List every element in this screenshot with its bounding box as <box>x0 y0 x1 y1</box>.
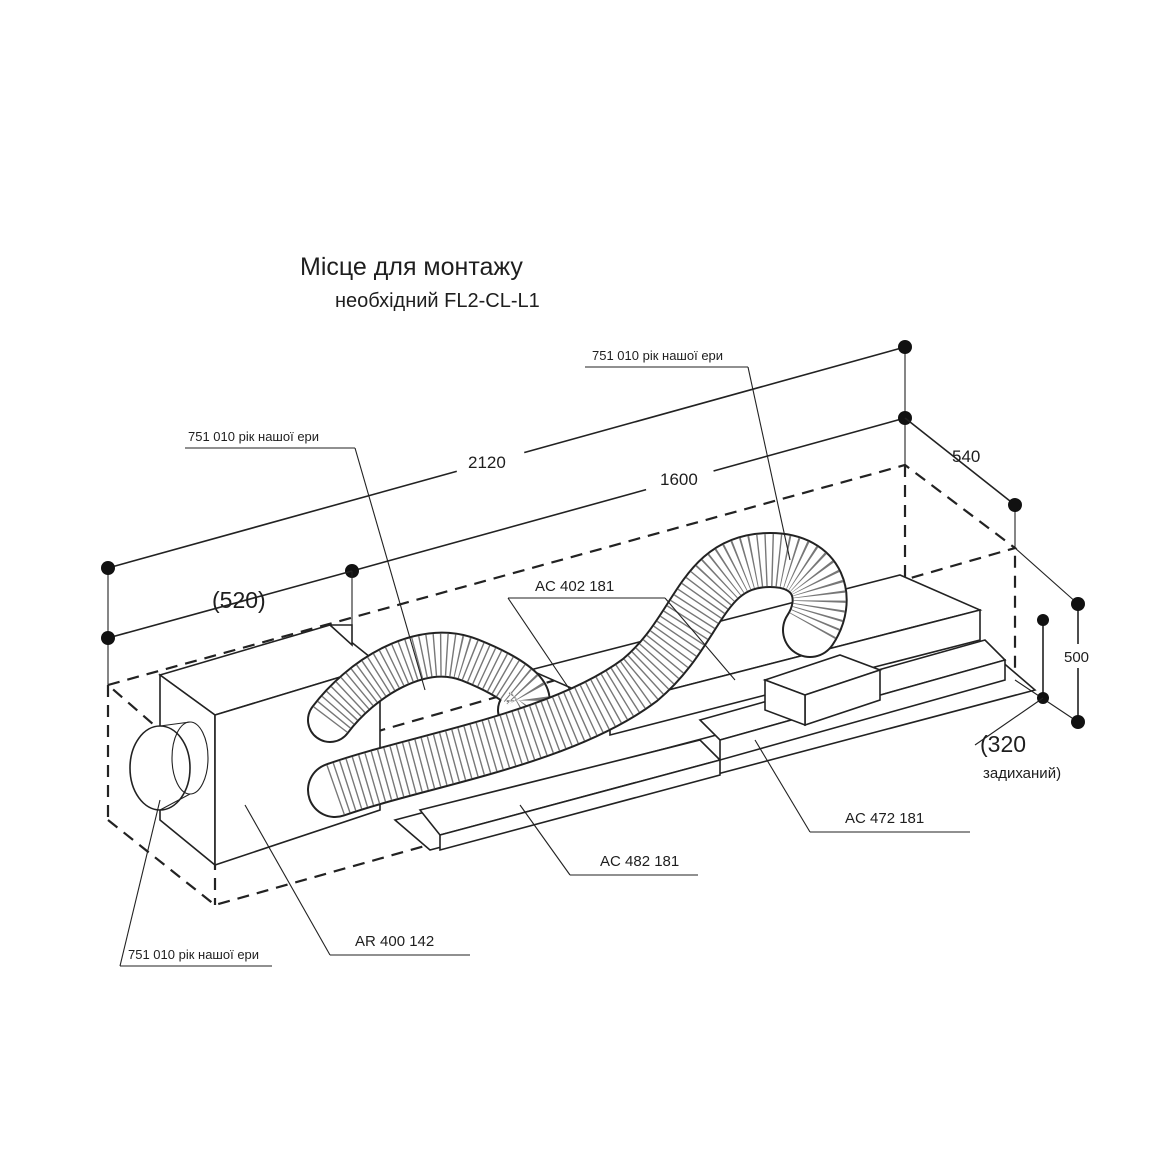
callout-ar400-label: AR 400 142 <box>355 933 434 950</box>
callout-ac482-label: AC 482 181 <box>600 853 679 870</box>
dimension-1600: 1600 <box>345 411 912 578</box>
callout-hose-top-right: 751 010 рік нашої ери <box>585 348 791 561</box>
filter-box-ac482 <box>418 739 722 852</box>
flex-hose-lower <box>307 531 848 818</box>
diagram-title: Місце для монтажу <box>300 253 523 281</box>
dim-height: 500 <box>1064 649 1089 666</box>
dim-right-section-note: задиханий) <box>983 765 1061 782</box>
flex-hose-upper <box>307 631 551 743</box>
callout-ac472: AC 472 181 <box>754 739 970 833</box>
dimension-320: (320 задиханий) <box>974 614 1061 782</box>
dim-overall-length: 2120 <box>468 453 506 472</box>
dimension-520: (520) <box>101 570 353 645</box>
small-block <box>762 654 883 727</box>
dim-right-section-value: (320 <box>980 731 1026 757</box>
dim-inner-length: 1600 <box>660 470 698 489</box>
front-duct <box>129 721 209 811</box>
callout-hose-top-left: 751 010 рік нашої ери <box>185 429 426 691</box>
dimension-540: 540 <box>904 417 1022 548</box>
dimension-2120: 2120 <box>101 340 912 685</box>
callout-ar400: AR 400 142 <box>244 804 470 956</box>
callout-hose-top-left-label: 751 010 рік нашої ери <box>188 429 319 444</box>
dimension-500: 500 <box>1014 547 1100 729</box>
callout-hose-bottom-left-label: 751 010 рік нашої ери <box>128 947 259 962</box>
diagram-subtitle: необхідний FL2-CL-L1 <box>335 290 540 312</box>
callout-ac402-label: AC 402 181 <box>535 578 614 595</box>
callout-hose-top-right-label: 751 010 рік нашої ери <box>592 348 723 363</box>
dim-left-section: (520) <box>212 587 266 613</box>
callout-hose-bottom-left: 751 010 рік нашої ери <box>119 799 272 967</box>
callout-ac402: AC 402 181 <box>507 578 736 691</box>
callout-ac482: AC 482 181 <box>519 804 698 876</box>
dim-depth: 540 <box>952 447 980 466</box>
callout-ac472-label: AC 472 181 <box>845 810 924 827</box>
